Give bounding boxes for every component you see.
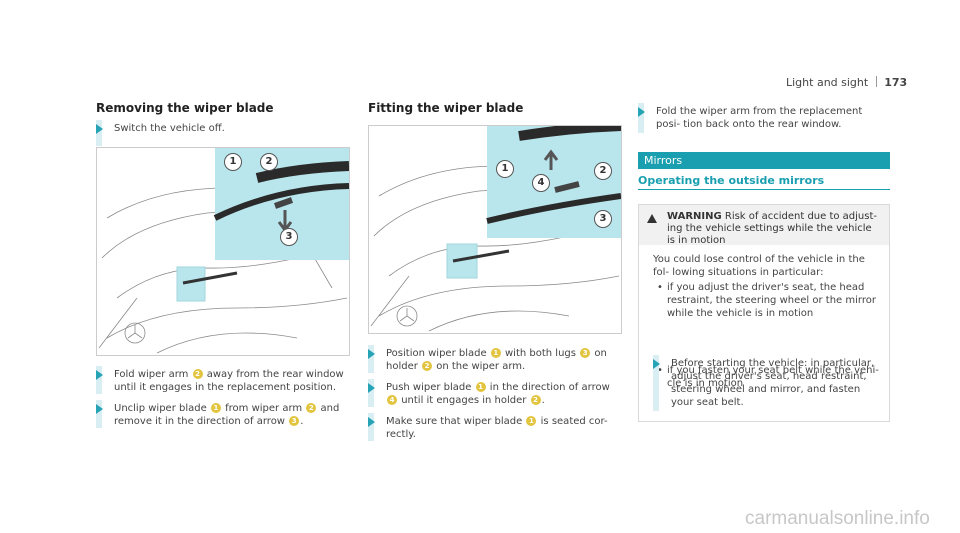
step-arrow-icon bbox=[653, 359, 660, 369]
text-part: remove it in the direction of arrow bbox=[114, 416, 285, 427]
text-part: Push wiper blade bbox=[386, 382, 472, 393]
text-part: is seated cor- bbox=[540, 416, 608, 427]
text-part: Make sure that wiper blade bbox=[386, 416, 523, 427]
step-arrow-icon bbox=[638, 107, 645, 117]
text-part: on the wiper arm. bbox=[436, 361, 526, 372]
step-text: Fold wiper arm 2 away from the rear wind… bbox=[114, 368, 348, 394]
step-bar bbox=[368, 413, 374, 441]
ref-1: 1 bbox=[210, 403, 221, 413]
step-text: Before starting the vehicle: in particul… bbox=[671, 358, 875, 408]
text-part: . bbox=[300, 416, 304, 427]
running-header: Light and sight 173 bbox=[786, 76, 907, 89]
text-part: on bbox=[594, 348, 607, 359]
step-bar bbox=[368, 379, 374, 407]
warning-description: Risk of accident due to adjust- ing the … bbox=[667, 211, 878, 246]
text-part: with both lugs bbox=[505, 348, 576, 359]
watermark: carmanualsonline.info bbox=[745, 508, 930, 529]
step-switch-off: Switch the vehicle off. bbox=[96, 120, 346, 146]
callout-1: 1 bbox=[496, 160, 514, 178]
callout-2: 2 bbox=[594, 162, 612, 180]
step-arrow-icon bbox=[368, 383, 375, 393]
step-arrow-icon bbox=[368, 417, 375, 427]
step-text: Switch the vehicle off. bbox=[114, 123, 225, 134]
text-part: and bbox=[320, 403, 340, 414]
warning-box: WARNING Risk of accident due to adjust- … bbox=[638, 204, 890, 422]
warning-triangle-icon bbox=[647, 214, 657, 223]
section-name: Light and sight bbox=[786, 76, 869, 89]
step-fold-back: Fold the wiper arm from the replacement … bbox=[638, 103, 890, 133]
step-unclip: Unclip wiper blade 1 from wiper arm 2 an… bbox=[96, 400, 348, 428]
step-bar bbox=[96, 366, 102, 394]
text-part: Unclip wiper blade bbox=[114, 403, 207, 414]
fitting-title: Fitting the wiper blade bbox=[368, 101, 524, 115]
warning-header: WARNING Risk of accident due to adjust- … bbox=[639, 205, 889, 247]
ref-3: 3 bbox=[289, 416, 300, 426]
ref-2: 2 bbox=[422, 361, 433, 371]
warning-label: WARNING bbox=[667, 211, 722, 222]
callout-4: 4 bbox=[532, 174, 550, 192]
callout-3: 3 bbox=[594, 210, 612, 228]
logo-circle bbox=[124, 322, 146, 344]
step-text: Make sure that wiper blade 1 is seated c… bbox=[386, 415, 620, 441]
text-part: until it engages in holder bbox=[401, 395, 527, 406]
text-part: Position wiper blade bbox=[386, 348, 487, 359]
ref-2: 2 bbox=[192, 369, 203, 379]
callout-2: 2 bbox=[260, 153, 278, 171]
warning-body: You could lose control of the vehicle in… bbox=[653, 254, 865, 278]
ref-1: 1 bbox=[490, 348, 501, 358]
ref-4: 4 bbox=[387, 395, 397, 405]
step-arrow-icon bbox=[368, 349, 375, 359]
step-text: Unclip wiper blade 1 from wiper arm 2 an… bbox=[114, 402, 348, 428]
warning-step: Before starting the vehicle: in particul… bbox=[653, 355, 883, 411]
step-bar bbox=[638, 103, 644, 133]
mirrors-section-bar: Mirrors bbox=[638, 152, 890, 169]
step-bar bbox=[368, 345, 374, 373]
operating-mirrors-heading: Operating the outside mirrors bbox=[638, 174, 890, 190]
callout-1: 1 bbox=[224, 153, 242, 171]
step-push-blade: Push wiper blade 1 in the direction of a… bbox=[368, 379, 620, 407]
text-part: from wiper arm bbox=[225, 403, 303, 414]
step-position-blade: Position wiper blade 1 with both lugs 3 … bbox=[368, 345, 620, 373]
logo-circle bbox=[396, 305, 418, 327]
text-part: Fold wiper arm bbox=[114, 369, 189, 380]
step-text: Fold the wiper arm from the replacement … bbox=[656, 106, 863, 130]
step-arrow-icon bbox=[96, 370, 103, 380]
figure-fitting-wiper: 1 2 3 4 bbox=[368, 125, 622, 334]
text-part: until it engages in the replacement posi… bbox=[114, 382, 337, 393]
text-part: rectly. bbox=[386, 429, 416, 440]
step-bar bbox=[653, 355, 659, 411]
ref-3: 3 bbox=[580, 348, 591, 358]
step-check-seated: Make sure that wiper blade 1 is seated c… bbox=[368, 413, 620, 441]
text-part: in the direction of arrow bbox=[489, 382, 610, 393]
warning-text: WARNING Risk of accident due to adjust- … bbox=[667, 211, 877, 247]
callout-3: 3 bbox=[280, 228, 298, 246]
step-bar bbox=[96, 400, 102, 428]
step-arrow-icon bbox=[96, 124, 103, 134]
header-divider bbox=[875, 76, 877, 87]
figure-removing-wiper: 1 2 3 bbox=[96, 147, 350, 356]
text-part: away from the rear window bbox=[206, 369, 344, 380]
ref-2: 2 bbox=[530, 395, 541, 405]
car-rear-illustration bbox=[98, 148, 349, 354]
warning-bullet-2: if you fasten your seat belt while the v… bbox=[653, 364, 889, 390]
ref-2: 2 bbox=[306, 403, 317, 413]
step-text: Position wiper blade 1 with both lugs 3 … bbox=[386, 347, 620, 373]
step-fold-arm: Fold wiper arm 2 away from the rear wind… bbox=[96, 366, 348, 394]
removing-title: Removing the wiper blade bbox=[96, 101, 274, 115]
page-number: 173 bbox=[884, 76, 908, 89]
text-part: . bbox=[541, 395, 545, 406]
text-part: holder bbox=[386, 361, 418, 372]
step-text: Push wiper blade 1 in the direction of a… bbox=[386, 381, 620, 407]
car-rear-illustration bbox=[370, 126, 621, 332]
ref-1: 1 bbox=[475, 382, 486, 392]
ref-1: 1 bbox=[526, 416, 537, 426]
step-arrow-icon bbox=[96, 404, 103, 414]
warning-bullet-1: if you adjust the driver's seat, the hea… bbox=[653, 281, 889, 320]
